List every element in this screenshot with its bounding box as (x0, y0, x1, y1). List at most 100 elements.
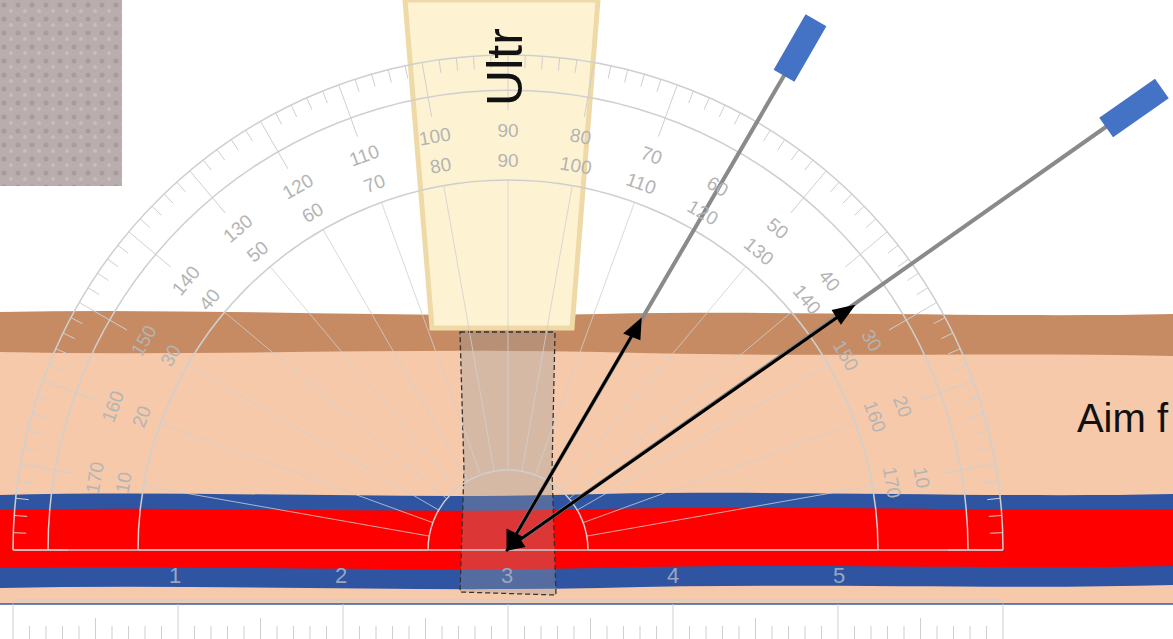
inner-scale-number: 130 (740, 234, 776, 269)
protractor-tick (14, 515, 27, 517)
protractor-tick (13, 532, 26, 533)
protractor-tick (976, 430, 989, 433)
protractor-tick (689, 91, 694, 103)
protractor-tick (763, 130, 770, 141)
protractor-tick (986, 626, 987, 639)
outer-scale-number: 40 (816, 266, 844, 294)
protractor-tick (118, 245, 128, 253)
protractor-tick (388, 70, 391, 83)
protractor-tick (953, 626, 954, 639)
protractor-tick (588, 550, 878, 551)
protractor-tick (43, 381, 95, 400)
protractor-tick (144, 486, 430, 536)
protractor (13, 55, 1003, 600)
protractor-tick (623, 626, 624, 639)
protractor-tick (1003, 604, 1004, 639)
protractor-tick (831, 182, 840, 192)
inner-scale-number: 10 (113, 470, 135, 494)
protractor-tick (381, 202, 480, 475)
inner-scale-number: 50 (243, 237, 271, 265)
protractor-tick (244, 626, 245, 639)
inner-scale-number: 110 (624, 169, 659, 197)
protractor-tick (190, 171, 225, 213)
protractor-tick (658, 85, 677, 137)
protractor-tick (673, 604, 674, 639)
outer-scale-number: 80 (569, 125, 593, 147)
protractor-tick (177, 182, 186, 192)
protractor-tick (79, 626, 80, 639)
outer-scale-number: 10 (910, 465, 932, 489)
outer-scale-number: 120 (280, 170, 317, 202)
protractor-tick (409, 626, 410, 639)
outer-scale-number: 50 (764, 214, 792, 242)
protractor-tick (145, 626, 146, 639)
photo-inset (0, 0, 122, 186)
protractor-tick (904, 626, 905, 639)
protractor-tick (569, 312, 791, 498)
protractor-tick (889, 303, 937, 331)
protractor-tick (888, 245, 898, 253)
protractor-tick (778, 140, 785, 151)
outer-scale-number: 110 (347, 141, 382, 169)
protractor-tick (791, 171, 826, 213)
protractor-tick (704, 98, 709, 110)
protractor-tick (63, 333, 75, 339)
protractor-tick (791, 150, 799, 161)
protractor-tick (231, 140, 238, 151)
protractor-tick (203, 160, 211, 170)
protractor-tick (908, 273, 919, 280)
ruler-number: 3 (501, 565, 513, 587)
protractor-tick (343, 604, 344, 639)
protractor-tick (587, 486, 873, 536)
protractor-tick (108, 259, 119, 267)
protractor-tick (541, 56, 543, 69)
protractor-tick (475, 626, 476, 639)
protractor-tick (845, 232, 887, 267)
protractor-tick (270, 267, 456, 489)
outer-scale-number: 170 (82, 460, 106, 495)
protractor-tick (979, 447, 992, 450)
protractor-tick (854, 626, 855, 639)
protractor-tick (128, 626, 129, 639)
protractor-tick (491, 626, 492, 639)
protractor-tick (405, 66, 408, 79)
protractor-tick (71, 318, 82, 324)
protractor-tick (326, 626, 327, 639)
protractor-tick (934, 318, 945, 324)
protractor-tick (473, 56, 475, 69)
protractor-tick (392, 626, 393, 639)
protractor-tick (339, 85, 358, 137)
protractor-tick (458, 626, 459, 639)
outer-scale-number: 140 (169, 262, 204, 298)
protractor-tick (887, 626, 888, 639)
protractor-tick (164, 194, 173, 203)
protractor-tick (921, 381, 973, 400)
protractor-tick (32, 414, 44, 418)
protractor-tick (657, 79, 661, 91)
inner-scale-number: 70 (361, 171, 387, 196)
protractor-tick (13, 604, 14, 639)
inner-scale-number: 120 (685, 196, 722, 228)
protractor-tick (755, 618, 756, 639)
ruler-number: 1 (169, 565, 181, 587)
protractor-tick (948, 349, 960, 354)
ultrasound-probe (405, 0, 598, 328)
protractor-tick (49, 365, 61, 370)
ruler-number: 5 (833, 565, 845, 587)
inner-scale-number: 140 (789, 281, 824, 317)
outer-scale-number: 70 (638, 143, 664, 168)
protractor-tick (866, 219, 876, 228)
protractor-tick (838, 604, 839, 639)
protractor-tick (656, 626, 657, 639)
note-text: Aim f (1077, 396, 1168, 441)
protractor-tick (24, 447, 37, 450)
protractor-tick (722, 626, 723, 639)
protractor-tick (508, 180, 509, 470)
protractor-tick (584, 63, 594, 117)
protractor-tick (955, 365, 967, 370)
outer-scale-number: 60 (704, 173, 732, 200)
protractor-tick (843, 194, 852, 203)
protractor-tick (444, 186, 494, 472)
protractor-tick (719, 105, 725, 117)
protractor-tick (689, 626, 690, 639)
